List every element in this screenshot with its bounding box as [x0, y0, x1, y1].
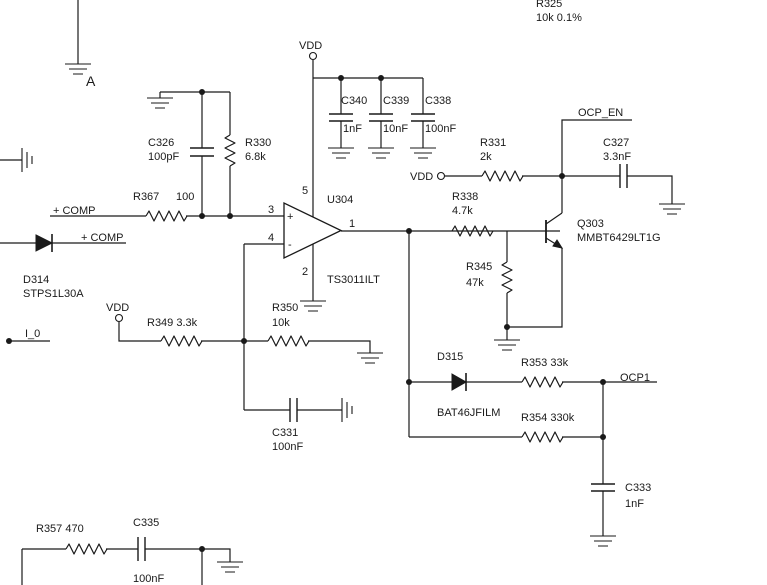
r330-ref: R330 [245, 137, 271, 149]
ocp1-label: OCP1 [620, 372, 650, 384]
i0-label: I_0 [25, 328, 40, 340]
u304-pin3: 3 [268, 204, 274, 216]
d315-value: BAT46JFILM [437, 407, 500, 419]
c327-ref: C327 [603, 137, 629, 149]
vdd-top-label: VDD [299, 40, 322, 52]
r357-label: R357 470 [36, 523, 84, 535]
r331-ref: R331 [480, 137, 506, 149]
bottom-r357-c335-net [21, 537, 243, 585]
r325-value: 10k 0.1% [536, 12, 582, 24]
c326-value: 100pF [148, 151, 179, 163]
r349-label: R349 3.3k [147, 317, 198, 329]
ground-a-label: A [86, 73, 96, 89]
u304-ref: U304 [327, 194, 353, 206]
c339-ref: C339 [383, 95, 409, 107]
top-ground-net [147, 91, 236, 216]
ocp-en-label: OCP_EN [578, 107, 623, 119]
r353-label: R353 33k [521, 357, 569, 369]
comp-label-1: + COMP [53, 205, 95, 217]
c335-value: 100nF [133, 573, 164, 585]
junction-dots [6, 75, 606, 552]
c338-ref: C338 [425, 95, 451, 107]
c339-value: 10nF [383, 123, 408, 135]
u304-pin2: 2 [302, 266, 308, 278]
r354-label: R354 330k [521, 412, 575, 424]
c338-value: 100nF [425, 123, 456, 135]
r345-ref: R345 [466, 261, 492, 273]
r350-ref: R350 [272, 302, 298, 314]
r331-value: 2k [480, 151, 492, 163]
r345-value: 47k [466, 277, 484, 289]
d314-ref: D314 [23, 274, 49, 286]
d315-ref: D315 [437, 351, 463, 363]
r325-ref: R325 [536, 0, 562, 10]
r338-value: 4.7k [452, 205, 473, 217]
u304-plus: + [287, 211, 293, 223]
vdd-mid-label: VDD [410, 171, 433, 183]
u304-pin1: 1 [349, 218, 355, 230]
c331-value: 100nF [272, 441, 303, 453]
vdd-decoupling-net [308, 51, 436, 159]
c326-ref: C326 [148, 137, 174, 149]
c331-ref: C331 [272, 427, 298, 439]
r331-c327-net [436, 164, 685, 215]
comp-label-2: + COMP [81, 232, 123, 244]
u304-minus: - [288, 239, 292, 251]
c333-ref: C333 [625, 482, 651, 494]
transistor-base-net [451, 119, 632, 351]
c333-value: 1nF [625, 498, 644, 510]
c340-ref: C340 [341, 95, 367, 107]
r367-value: 100 [176, 191, 194, 203]
left-edge-ground [0, 148, 33, 172]
ocp1-net [408, 231, 657, 547]
u304-part: TS3011ILT [327, 274, 380, 286]
r367-ref: R367 [133, 191, 159, 203]
r338-ref: R338 [452, 191, 478, 203]
c327-value: 3.3nF [603, 151, 631, 163]
d314-net [0, 234, 126, 252]
vdd-left-label: VDD [106, 302, 129, 314]
u304-pin5: 5 [302, 185, 308, 197]
c340-value: 1nF [343, 123, 362, 135]
q303-ref: Q303 [577, 218, 604, 230]
c335-ref: C335 [133, 517, 159, 529]
d314-value: STPS1L30A [23, 288, 84, 300]
r350-value: 10k [272, 317, 290, 329]
ground-a-net [65, 0, 91, 75]
q303-value: MMBT6429LT1G [577, 232, 661, 244]
opamp-u304 [283, 60, 560, 312]
r330-value: 6.8k [245, 151, 266, 163]
inverting-input-net [114, 243, 383, 422]
u304-pin4: 4 [268, 232, 274, 244]
